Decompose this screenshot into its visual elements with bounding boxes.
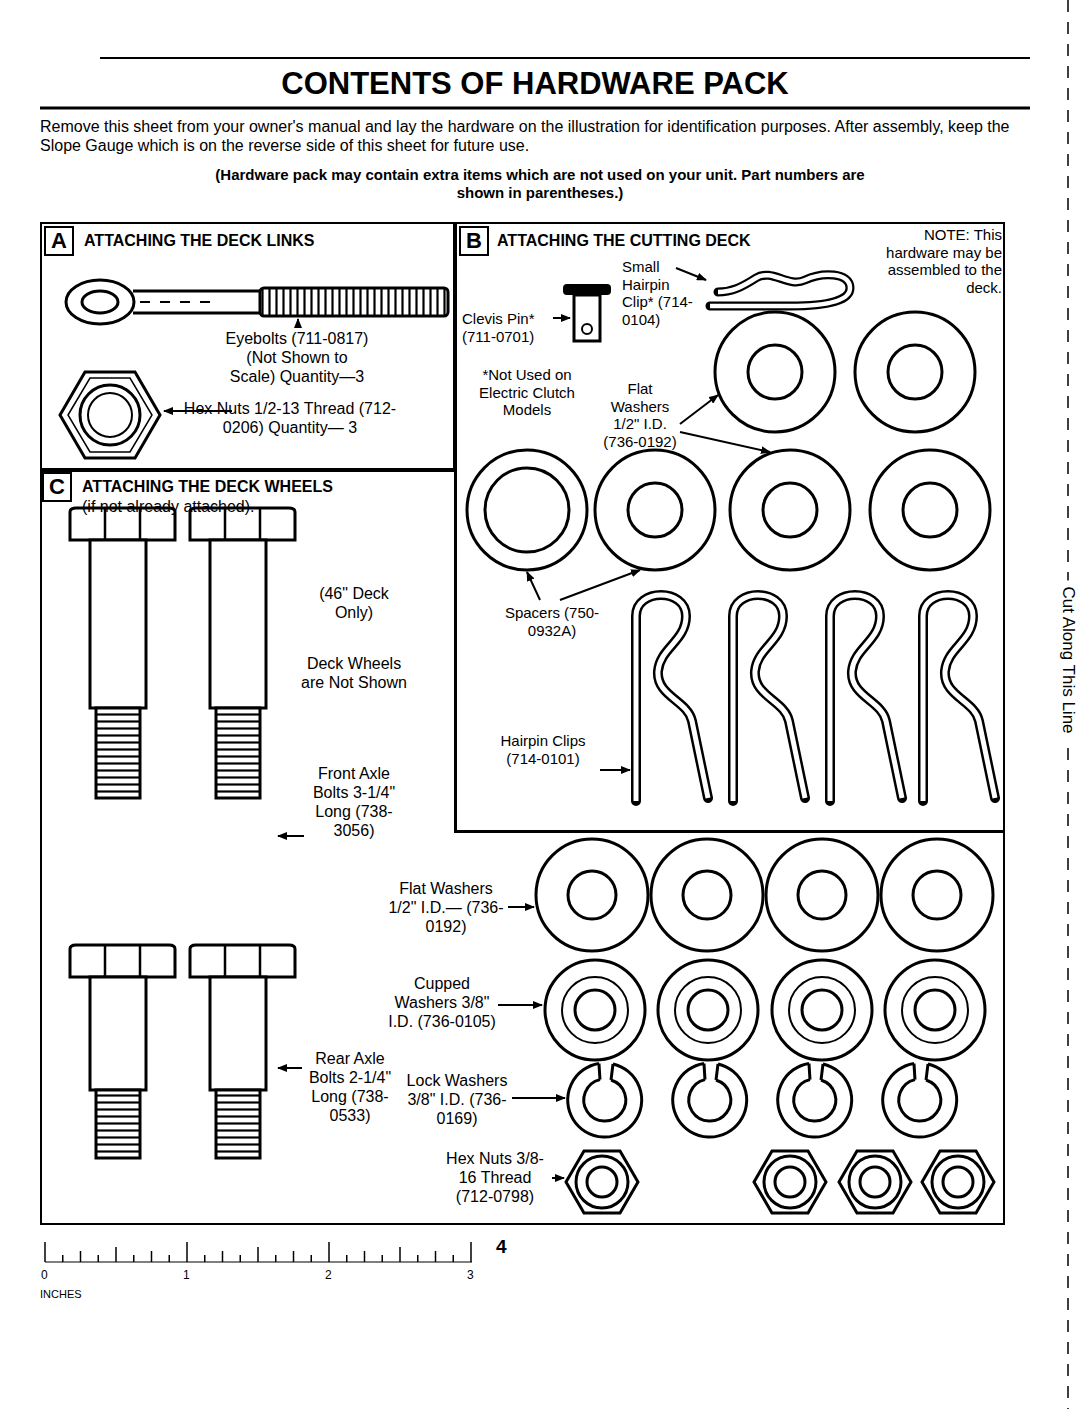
cut-line-text: Cut Along This Line (1056, 580, 1080, 739)
note-text: Deck Wheels are Not Shown (298, 655, 410, 693)
ruler-tick (382, 1255, 384, 1262)
ruler-tick (44, 1242, 46, 1262)
wheel-washers-nuts (536, 839, 994, 1213)
part-label: Eyebolts (711-0817) (Not Shown to Scale)… (222, 330, 372, 387)
leader-arrows (164, 268, 770, 1178)
note-text: (Hardware pack may contain extra items w… (200, 166, 880, 201)
small-hairpin-clip (710, 275, 850, 306)
part-label: Rear Axle Bolts 2-1/4" Long (738-0533) (300, 1050, 400, 1126)
hex-nut-large (60, 372, 160, 458)
ruler-tick (453, 1255, 455, 1262)
note-text: NOTE: This hardware may be assembled to … (880, 226, 1002, 297)
ruler-tick (80, 1251, 82, 1262)
section-heading: (if not already attached). (82, 498, 255, 516)
part-label: Hex Nuts 3/8-16 Thread (712-0798) (440, 1150, 550, 1207)
part-label: Hairpin Clips (714-0101) (488, 732, 598, 767)
ruler-tick (151, 1251, 153, 1262)
note-text: *Not Used on Electric Clutch Models (462, 366, 592, 419)
part-label: Flat Washers 1/2" I.D. (736-0192) (598, 380, 682, 451)
ruler-tick (417, 1255, 419, 1262)
section-heading: ATTACHING THE DECK WHEELS (82, 478, 333, 496)
ruler-tick (311, 1255, 313, 1262)
clevis-pin (563, 284, 611, 341)
ruler-number: 3 (467, 1268, 487, 1282)
part-label: Clevis Pin* (711-0701) (462, 310, 557, 345)
part-label: Small Hairpin Clip* (714-0104) (622, 258, 704, 329)
section-letter-text: C (49, 474, 65, 500)
part-label: Flat Washers 1/2" I.D.— (736-0192) (384, 880, 508, 937)
ruler-tick (435, 1251, 437, 1262)
section-letter: C (42, 472, 72, 502)
ruler-tick (257, 1247, 259, 1262)
part-label: Front Axle Bolts 3-1/4" Long (738-3056) (300, 765, 408, 841)
ruler-tick (186, 1242, 188, 1262)
ruler-tick (169, 1255, 171, 1262)
section-heading: ATTACHING THE DECK LINKS (84, 232, 315, 250)
ruler-tick (222, 1251, 224, 1262)
part-label: Lock Washers 3/8" I.D. (736-0169) (402, 1072, 512, 1129)
part-label: Spacers (750-0932A) (498, 604, 606, 639)
ruler-number: 0 (41, 1268, 61, 1282)
ruler-tick (293, 1251, 295, 1262)
ruler-tick (204, 1255, 206, 1262)
section-box: ATTACHING THE DECK WHEELS (if not already… (40, 470, 1005, 1225)
ruler-tick (62, 1255, 64, 1262)
ruler-unit: INCHES (40, 1288, 120, 1301)
page-number: 4 (496, 1236, 526, 1258)
ruler-number: 1 (183, 1268, 203, 1282)
ruler-tick (133, 1255, 135, 1262)
ruler-tick (470, 1242, 472, 1262)
section-letter-text: A (51, 228, 67, 254)
page-title: CONTENTS OF HARDWARE PACK (40, 66, 1030, 103)
section-outline (40, 470, 1005, 1225)
ruler-tick (328, 1242, 330, 1262)
section-outline-path (41, 471, 1004, 1224)
ruler-number: 2 (325, 1268, 345, 1282)
section-letter-text: B (466, 228, 482, 254)
intro-text: Remove this sheet from your owner's manu… (40, 118, 1040, 156)
section-heading: ATTACHING THE CUTTING DECK (497, 232, 751, 250)
ruler-tick (275, 1255, 277, 1262)
section-letter: B (459, 226, 489, 256)
part-label: Cupped Washers 3/8" I.D. (736-0105) (388, 975, 496, 1032)
section-letter: A (44, 226, 74, 256)
axle-bolts (70, 508, 295, 1158)
flat-washers-deck (467, 312, 990, 570)
inch-ruler (45, 1242, 472, 1262)
ruler-tick (115, 1247, 117, 1262)
ruler-tick (98, 1255, 100, 1262)
note-text: (46" Deck Only) (302, 585, 406, 623)
part-label: Hex Nuts 1/2-13 Thread (712-0206) Quanti… (180, 400, 400, 438)
title-rules (40, 58, 1030, 108)
ruler-tick (364, 1251, 366, 1262)
ruler-tick (346, 1255, 348, 1262)
eyebolt (66, 280, 448, 324)
ruler-tick (399, 1247, 401, 1262)
ruler-tick (240, 1255, 242, 1262)
hairpin-clips (636, 595, 995, 801)
